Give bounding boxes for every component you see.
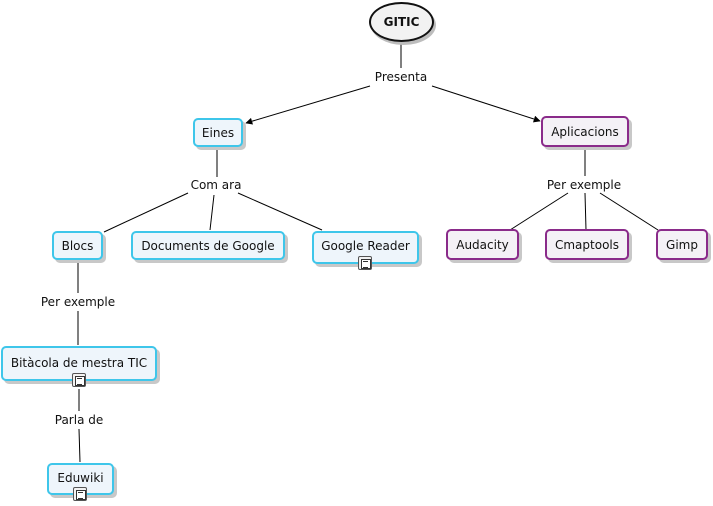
concept-eines-label: Eines: [201, 125, 235, 140]
document-icon[interactable]: [72, 373, 86, 387]
link-perexemple-audacity: [509, 192, 569, 231]
linking-phrase-per-exemple-blocs: Per exemple: [38, 295, 118, 309]
link-presenta-aplicacions: [431, 85, 541, 123]
linking-phrase-presenta: Presenta: [372, 70, 430, 84]
concept-eduwiki-label: Eduwiki: [57, 471, 104, 485]
concept-reader-label: Google Reader: [321, 239, 410, 253]
concept-documents-de-google[interactable]: Documents de Google: [131, 231, 285, 260]
linking-phrase-parla-de: Parla de: [52, 413, 106, 427]
link-perexemple-cmaptools: [584, 192, 587, 231]
linking-phrase-per-exemple-apps: Per exemple: [544, 178, 624, 192]
concept-documents-label: Documents de Google: [141, 238, 275, 253]
concept-bitacola-label: Bitàcola de mestra TIC: [10, 356, 148, 370]
concept-gimp[interactable]: Gimp: [656, 229, 708, 260]
concept-gimp-label: Gimp: [666, 237, 698, 252]
concept-aplicacions-label: Aplicacions: [551, 124, 619, 139]
concept-blocs[interactable]: Blocs: [52, 231, 103, 260]
concept-audacity[interactable]: Audacity: [446, 229, 519, 260]
link-parlade-eduwiki: [78, 428, 81, 463]
document-icon[interactable]: [73, 487, 87, 501]
link-presenta-eines: [245, 85, 371, 125]
link-comara-documents: [209, 194, 215, 231]
concept-eines[interactable]: Eines: [193, 118, 243, 147]
concept-cmaptools-label: Cmaptools: [554, 237, 619, 252]
link-comara-blocs: [103, 192, 189, 233]
link-perexemple-gimp: [599, 192, 659, 231]
linking-phrase-com-ara: Com ara: [188, 178, 244, 192]
concept-gitic-label: GITIC: [383, 15, 420, 29]
concept-cmaptools[interactable]: Cmaptools: [545, 229, 629, 260]
concept-gitic[interactable]: GITIC: [369, 2, 434, 42]
document-icon[interactable]: [358, 256, 372, 270]
concept-blocs-label: Blocs: [61, 238, 94, 253]
concept-audacity-label: Audacity: [456, 237, 509, 252]
concept-aplicacions[interactable]: Aplicacions: [541, 116, 629, 147]
link-comara-reader: [237, 192, 323, 231]
